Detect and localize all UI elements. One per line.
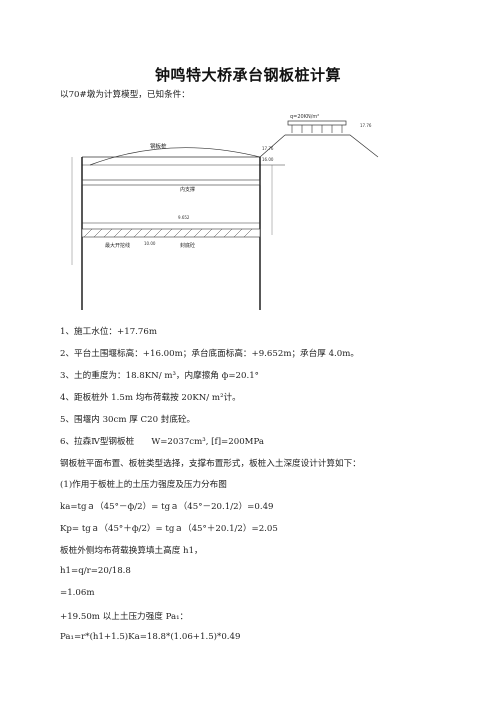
line-11: 板桩外侧均布荷载换算填土高度 h1， bbox=[60, 546, 203, 556]
elev-bottom: 10.00 bbox=[144, 241, 156, 246]
elev-mid: 9.652 bbox=[178, 215, 190, 220]
line-5: 5、围堰内 30cm 厚 C20 封底砼。 bbox=[60, 415, 196, 425]
line-6: 6、拉森Ⅳ型钢板桩 W=2037cm³, [f]=200MPa bbox=[60, 437, 264, 447]
max-pile-label: 最大开挖线 bbox=[105, 242, 130, 249]
load-label: q=20KN/m² bbox=[290, 114, 319, 120]
line-10: Kp= tgａ（45°＋ф/2）= tgａ（45°＋20.1/2）=2.05 bbox=[60, 524, 278, 534]
line-4: 4、距板桩外 1.5m 均布荷载按 20KN/ m²计。 bbox=[60, 393, 241, 403]
elev-platform: 16.00 bbox=[262, 157, 274, 162]
seal-label: 封底砼 bbox=[180, 242, 195, 249]
line-14: +19.50m 以上土压力强度 Pa₁： bbox=[60, 612, 189, 622]
steel-pile-label: 钢板桩 bbox=[150, 142, 167, 150]
page-title: 钟鸣特大桥承台钢板桩计算 bbox=[154, 66, 341, 84]
line-2: 2、平台土围堰标高：+16.00m；承台底面标高：+9.652m；承台厚 4.0… bbox=[60, 349, 359, 359]
line-15: Pa₁=r*(h1+1.5)Ka=18.8*(1.06+1.5)*0.49 bbox=[60, 632, 241, 642]
line-7: 钢板桩平面布置、板桩类型选择，支撑布置形式，板桩入土深度设计计算如下： bbox=[60, 459, 361, 469]
elev-top-right: 17.76 bbox=[360, 123, 372, 128]
cofferdam-diagram: q=20KN/m² 17.76 钢板桩 17.76 16.00 内支撑 9.65… bbox=[71, 114, 379, 310]
line-1: 1、施工水位：+17.76m bbox=[60, 327, 157, 337]
line-13: =1.06m bbox=[60, 588, 95, 598]
line-3: 3、土的重度为：18.8KN/ m³，内摩擦角 ф=20.1° bbox=[60, 371, 259, 381]
line-12: h1=q/r=20/18.8 bbox=[60, 566, 131, 576]
surface-load: q=20KN/m² bbox=[287, 114, 347, 133]
elev-top: 17.76 bbox=[262, 146, 274, 151]
line-9: ka=tgａ（45°－ф/2）= tgａ（45°－20.1/2）=0.49 bbox=[60, 502, 274, 512]
line-8: (1)作用于板桩上的土压力强度及压力分布图 bbox=[60, 480, 227, 490]
intro-text: 以70#墩为计算模型，已知条件： bbox=[60, 90, 190, 100]
brace-label: 内支撑 bbox=[180, 186, 195, 193]
